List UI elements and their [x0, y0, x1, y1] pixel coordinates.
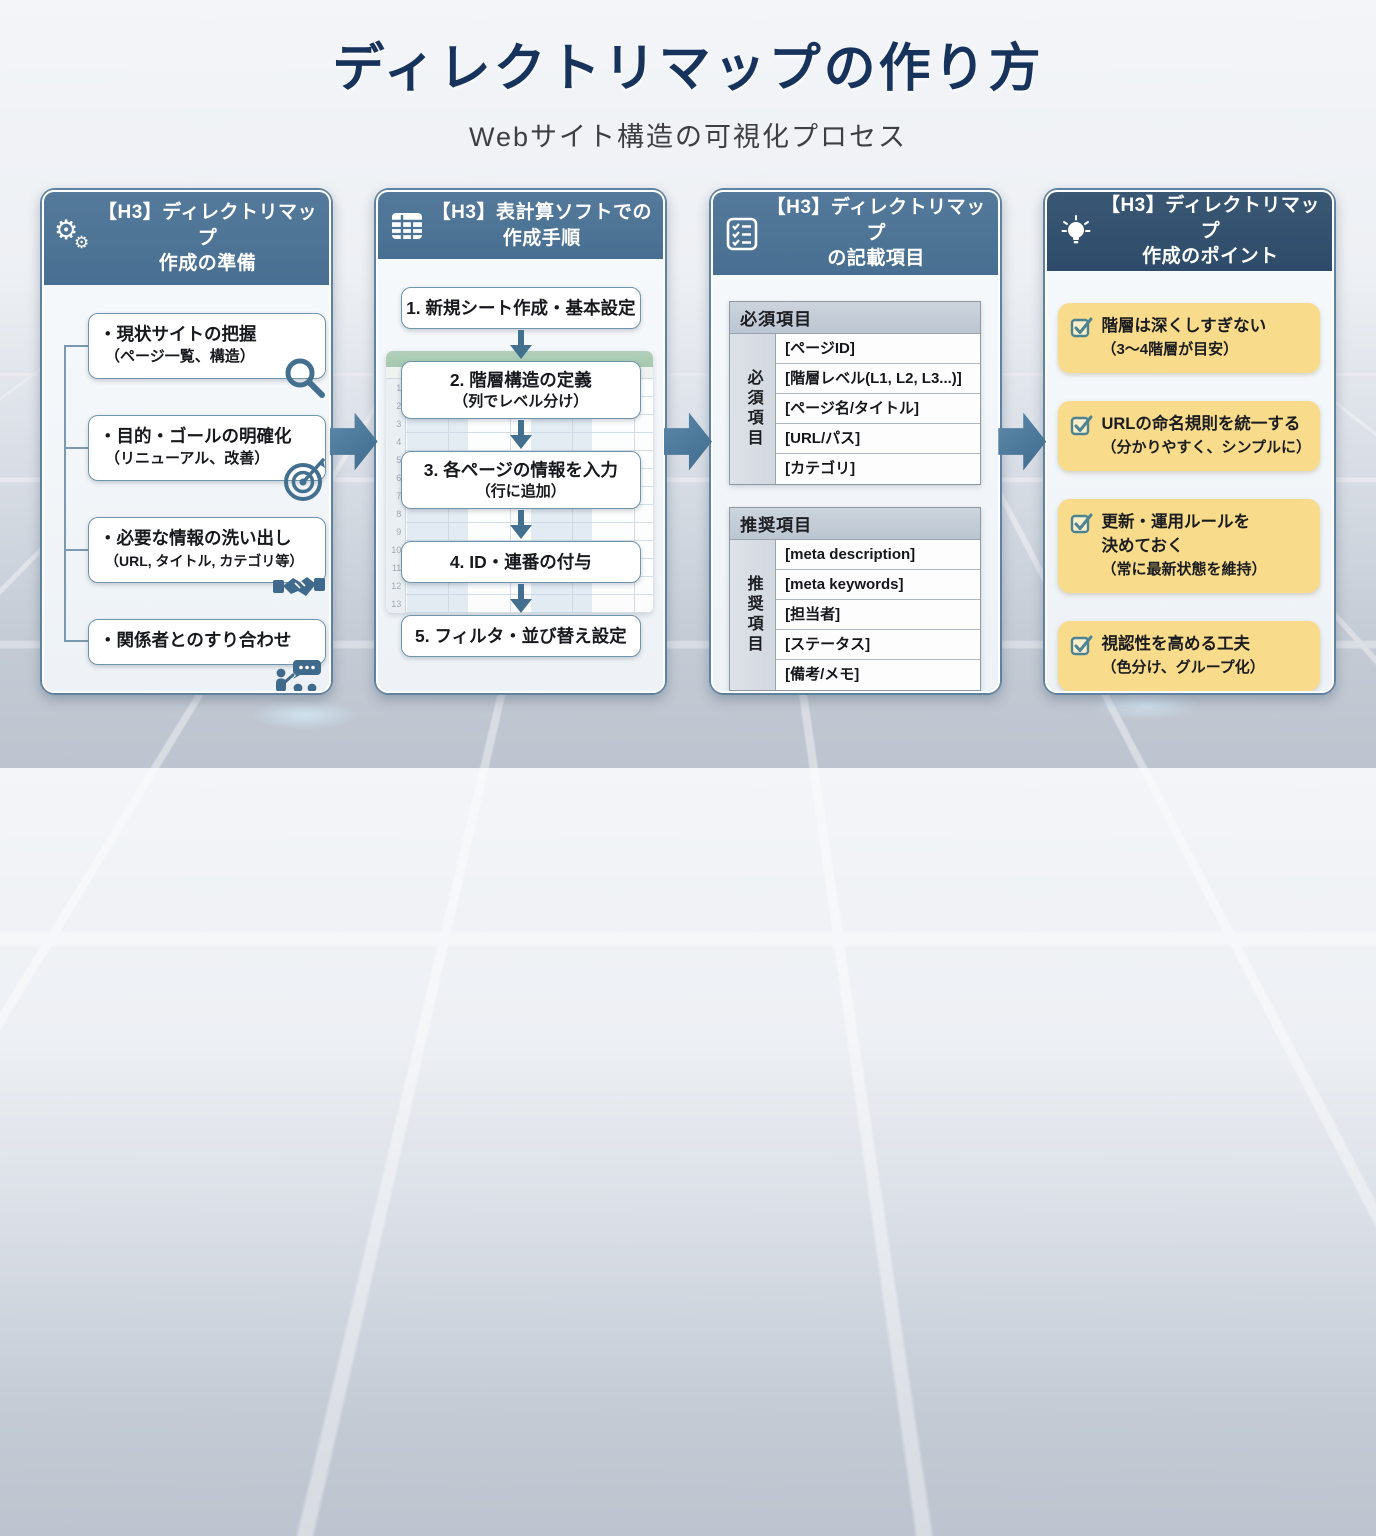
table-row: [URL/パス] — [776, 424, 980, 454]
recommended-rows: [meta description] [meta keywords] [担当者]… — [776, 540, 980, 690]
panel-points: 【H3】ディレクトリマップ 作成のポイント 階層は深くしすぎない （3～4階層が… — [1043, 188, 1336, 695]
table-row: [ページ名/タイトル] — [776, 394, 980, 424]
masthead: ディレクトリマップの作り方 Webサイト構造の可視化プロセス — [0, 26, 1376, 154]
panel-title-line: 【H3】表計算ソフトでの — [430, 200, 653, 226]
connector-stub — [64, 345, 88, 347]
connector-line — [64, 346, 66, 642]
table-row: [meta keywords] — [776, 570, 980, 600]
table-row: [ステータス] — [776, 630, 980, 660]
panel-steps-body: 1 2 3 4 5 6 7 8 9 10 11 12 13 — [378, 259, 663, 691]
connector-stub — [64, 549, 88, 551]
people-meeting-icon — [273, 660, 323, 693]
spreadsheet-icon — [388, 207, 426, 245]
prep-item-text: ・現状サイトの把握 — [99, 322, 315, 346]
panel-points-header: 【H3】ディレクトリマップ 作成のポイント — [1047, 192, 1332, 271]
required-items-table: 必須項目 必須項目 [ページID] [階層レベル(L1, L2, L3...)]… — [729, 301, 981, 485]
panel-title-line: 【H3】ディレクトリマップ — [1099, 193, 1322, 244]
prep-item-goal: ・目的・ゴールの明確化 （リニューアル、改善） — [88, 415, 326, 481]
panel-spreadsheet-steps: 【H3】表計算ソフトでの 作成手順 1 2 3 4 5 6 — [374, 188, 667, 695]
down-arrow-icon — [508, 419, 534, 451]
gears-icon: ⚙ ⚙ — [54, 219, 92, 257]
table-row: [担当者] — [776, 600, 980, 630]
panel-items-header: 【H3】ディレクトリマップ の記載項目 — [713, 192, 998, 275]
page-title: ディレクトリマップの作り方 — [0, 26, 1376, 101]
flow-arrow-3 — [998, 413, 1046, 471]
down-arrow-icon — [508, 329, 534, 361]
panel-points-inner: 【H3】ディレクトリマップ 作成のポイント 階層は深くしすぎない （3～4階層が… — [1045, 190, 1334, 693]
checkbox-icon — [1070, 632, 1094, 680]
panel-title-line: 作成の準備 — [96, 251, 319, 277]
panel-items-body: 必須項目 必須項目 [ページID] [階層レベル(L1, L2, L3...)]… — [713, 275, 998, 691]
point-url-rule: URLの命名規則を統一する （分かりやすく、シンプルに） — [1058, 401, 1320, 471]
step-2: 2. 階層構造の定義 （列でレベル分け） — [401, 361, 641, 419]
point-depth: 階層は深くしすぎない （3～4階層が目安） — [1058, 303, 1320, 373]
step-3: 3. 各ページの情報を入力 （行に追加） — [401, 451, 641, 509]
prep-item-text: ・目的・ゴールの明確化 — [99, 424, 315, 448]
panel-steps-inner: 【H3】表計算ソフトでの 作成手順 1 2 3 4 5 6 — [376, 190, 665, 693]
step-1: 1. 新規シート作成・基本設定 — [401, 287, 641, 329]
point-operation-rule: 更新・運用ルールを 決めておく （常に最新状態を維持） — [1058, 499, 1320, 593]
checkbox-icon — [1070, 510, 1094, 582]
panel-preparation-inner: ⚙ ⚙ 【H3】ディレクトリマップ 作成の準備 ・現状サイトの把握 （ページ一覧… — [42, 190, 331, 693]
page-subtitle: Webサイト構造の可視化プロセス — [0, 115, 1376, 154]
steps-flow: 1. 新規シート作成・基本設定 2. 階層構造の定義 （列でレベル分け） 3. … — [378, 259, 663, 691]
panel-preparation: ⚙ ⚙ 【H3】ディレクトリマップ 作成の準備 ・現状サイトの把握 （ページ一覧… — [40, 188, 333, 695]
grid-glow — [250, 700, 360, 730]
checklist-icon — [723, 215, 761, 253]
checkbox-icon — [1070, 412, 1094, 460]
panel-map-items: 【H3】ディレクトリマップ の記載項目 必須項目 必須項目 [ページID] [階… — [709, 188, 1002, 695]
table-row: [階層レベル(L1, L2, L3...)] — [776, 364, 980, 394]
process-board: ⚙ ⚙ 【H3】ディレクトリマップ 作成の準備 ・現状サイトの把握 （ページ一覧… — [40, 188, 1336, 695]
target-icon — [279, 454, 331, 506]
panel-items-inner: 【H3】ディレクトリマップ の記載項目 必須項目 必須項目 [ページID] [階… — [711, 190, 1000, 693]
prep-item-current-site: ・現状サイトの把握 （ページ一覧、構造） — [88, 313, 326, 379]
step-5: 5. フィルタ・並び替え設定 — [401, 615, 641, 657]
panel-title-line: 作成のポイント — [1099, 244, 1322, 270]
magnifier-icon — [281, 354, 327, 400]
table-row: [備考/メモ] — [776, 660, 980, 690]
connector-stub — [64, 640, 88, 642]
panel-steps-header: 【H3】表計算ソフトでの 作成手順 — [378, 192, 663, 259]
prep-item-info: ・必要な情報の洗い出し （URL, タイトル, カテゴリ等） — [88, 517, 326, 583]
down-arrow-icon — [508, 583, 534, 615]
recommended-table-header: 推奨項目 — [730, 508, 980, 540]
handshake-icon — [273, 568, 325, 604]
flow-arrow-1 — [330, 413, 378, 471]
prep-item-text: ・関係者とのすり合わせ — [99, 628, 315, 652]
panel-points-body: 階層は深くしすぎない （3～4階層が目安） URLの命名規則を統一する （分かり… — [1047, 271, 1332, 691]
point-visibility: 視認性を高める工夫 （色分け、グループ化） — [1058, 621, 1320, 691]
recommended-items-table: 推奨項目 推奨項目 [meta description] [meta keywo… — [729, 507, 981, 691]
panel-preparation-body: ・現状サイトの把握 （ページ一覧、構造） ・目的・ゴールの明確化 （リニューアル… — [44, 285, 329, 691]
table-row: [カテゴリ] — [776, 454, 980, 484]
down-arrow-icon — [508, 509, 534, 541]
panel-title-line: 【H3】ディレクトリマップ — [765, 195, 988, 246]
required-rows: [ページID] [階層レベル(L1, L2, L3...)] [ページ名/タイト… — [776, 334, 980, 484]
checkbox-icon — [1070, 314, 1094, 362]
required-table-header: 必須項目 — [730, 302, 980, 334]
lightbulb-icon — [1057, 213, 1095, 251]
connector-stub — [64, 447, 88, 449]
flow-arrow-2 — [664, 413, 712, 471]
recommended-side-label: 推奨項目 — [730, 540, 776, 690]
table-row: [ページID] — [776, 334, 980, 364]
table-row: [meta description] — [776, 540, 980, 570]
required-side-label: 必須項目 — [730, 334, 776, 484]
prep-item-text: ・必要な情報の洗い出し — [99, 526, 315, 550]
step-4: 4. ID・連番の付与 — [401, 541, 641, 583]
prep-item-stakeholders: ・関係者とのすり合わせ — [88, 619, 326, 665]
panel-title-line: 作成手順 — [430, 226, 653, 252]
panel-title-line: の記載項目 — [765, 246, 988, 272]
panel-preparation-header: ⚙ ⚙ 【H3】ディレクトリマップ 作成の準備 — [44, 192, 329, 285]
panel-title-line: 【H3】ディレクトリマップ — [96, 200, 319, 251]
